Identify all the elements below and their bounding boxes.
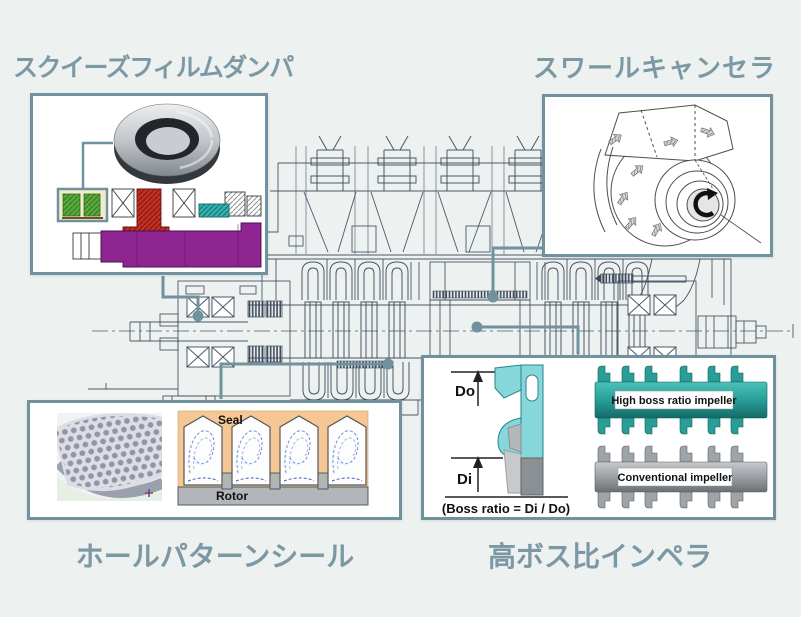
swirl-canceller-drawing <box>593 104 762 247</box>
connector-dot <box>487 291 499 303</box>
hole-pattern-surface-photo <box>57 413 162 501</box>
high-boss-label: High boss ratio impeller <box>611 395 737 407</box>
flow-swirls <box>187 430 363 482</box>
callout-box-high-boss-impeller: Do Di (Boss ratio = Di / Do) <box>421 355 776 520</box>
connector-squeeze <box>161 276 200 314</box>
connector-hole <box>219 362 386 399</box>
connector-impeller <box>479 325 580 354</box>
boss-ratio-formula: (Boss ratio = Di / Do) <box>442 501 570 516</box>
callout-box-hole-pattern-seal: Seal Rotor <box>27 400 402 520</box>
title-squeeze-film-damper: スクイーズフィルムダンパ <box>13 54 294 82</box>
di-label: Di <box>457 471 472 488</box>
seal-label: Seal <box>218 413 243 427</box>
rotor-label: Rotor <box>216 489 248 503</box>
coordinate-axes-icon <box>145 489 153 497</box>
conventional-impeller-render: Conventional impeller <box>594 445 768 509</box>
impeller-comparison-images: Do Di (Boss ratio = Di / Do) <box>442 364 768 516</box>
callout-connectors <box>161 246 580 399</box>
conventional-label: Conventional impeller <box>618 472 734 484</box>
connector-dot <box>382 358 394 370</box>
damper-ring-photo <box>113 103 221 184</box>
bearing-cross-section <box>72 188 262 268</box>
rotation-arrow-icon <box>693 188 718 218</box>
title-high-boss-impeller: 高ボス比インペラ <box>487 541 712 572</box>
connector-swirl <box>491 246 543 295</box>
title-swirl-canceller: スワールキャンセラ <box>532 53 776 83</box>
hole-pattern-seal-images: Seal Rotor <box>57 410 369 506</box>
connector-dot <box>471 321 483 333</box>
damper-highlight <box>56 187 109 223</box>
seal-cfd-image: Seal Rotor <box>177 410 369 506</box>
squeeze-film-damper-image <box>56 103 262 268</box>
boss-ratio-diagram: Do Di (Boss ratio = Di / Do) <box>442 364 570 516</box>
callout-box-swirl-canceller <box>542 94 773 257</box>
title-hole-pattern-seal: ホールパターンシール <box>75 541 355 572</box>
callout-box-squeeze-film-damper <box>30 93 268 275</box>
do-label: Do <box>455 383 475 400</box>
connector-dot <box>192 310 204 322</box>
rotor-shaft-purple <box>100 222 262 268</box>
impeller-section <box>494 364 544 496</box>
high-boss-impeller-render: High boss ratio impeller <box>594 365 768 435</box>
